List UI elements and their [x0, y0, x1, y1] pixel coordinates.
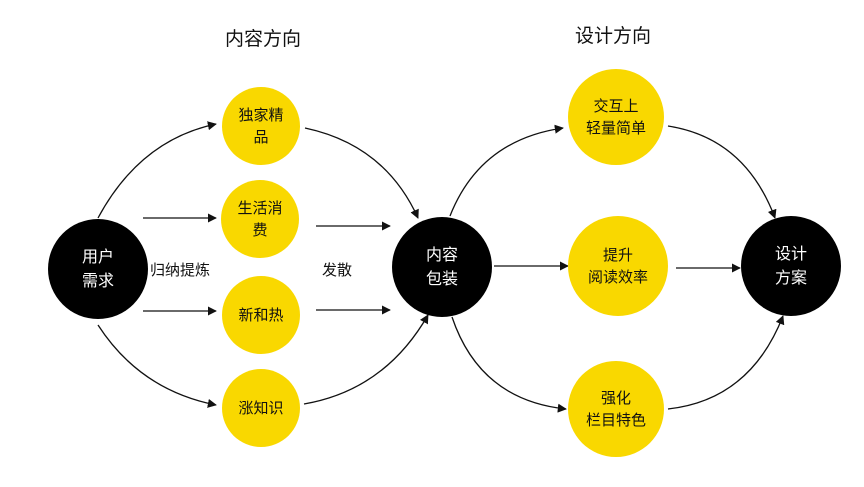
- node-user-needs-line1: 用户: [81, 247, 114, 266]
- node-lifestyle: 生活消 费: [221, 180, 299, 258]
- node-design-plan: 设计 方案: [741, 216, 841, 316]
- node-hot-news-line1: 新和热: [238, 306, 284, 324]
- arrow-column-to-plan: [667, 315, 785, 410]
- node-column: 强化 栏目特色: [568, 361, 664, 457]
- node-lifestyle-line2: 费: [252, 221, 268, 239]
- arrow-exclusive-to-packaging: [304, 127, 419, 219]
- node-reading: 提升 阅读效率: [568, 216, 668, 316]
- node-interaction: 交互上 轻量简单: [568, 69, 664, 165]
- node-content-packaging: 内容 包装: [392, 217, 492, 317]
- node-hot-news: 新和热: [222, 276, 300, 354]
- node-design-plan-line2: 方案: [774, 268, 807, 287]
- node-design-plan-line1: 设计: [774, 244, 807, 263]
- node-reading-line1: 提升: [602, 246, 633, 264]
- node-exclusive-line1: 独家精: [238, 106, 284, 124]
- node-lifestyle-line1: 生活消: [237, 199, 283, 217]
- label-induce: 归纳提炼: [150, 261, 211, 279]
- node-user-needs-line2: 需求: [81, 271, 114, 290]
- node-packaging-line1: 内容: [425, 245, 458, 264]
- node-knowledge-line1: 涨知识: [238, 399, 284, 417]
- node-column-line1: 强化: [600, 389, 631, 407]
- node-exclusive-line2: 品: [253, 128, 269, 146]
- arrow-packaging-to-column: [451, 316, 567, 413]
- label-diverge: 发散: [322, 261, 353, 279]
- node-column-line2: 栏目特色: [585, 411, 646, 429]
- node-reading-line2: 阅读效率: [587, 268, 648, 286]
- arrow-interaction-to-plan: [667, 125, 777, 219]
- heading-design-direction: 设计方向: [574, 25, 651, 47]
- node-exclusive: 独家精 品: [222, 87, 300, 165]
- node-packaging-line2: 包装: [425, 269, 458, 288]
- arrow-packaging-to-interaction: [449, 124, 564, 217]
- arrow-needs-to-exclusive: [97, 121, 217, 219]
- node-interaction-line1: 交互上: [593, 97, 639, 115]
- heading-content-direction: 内容方向: [224, 28, 301, 50]
- arrow-knowledge-to-packaging: [303, 314, 429, 405]
- arrow-needs-to-knowledge: [97, 324, 217, 408]
- node-user-needs: 用户 需求: [48, 219, 148, 319]
- node-knowledge: 涨知识: [222, 369, 300, 447]
- node-interaction-line2: 轻量简单: [585, 119, 646, 137]
